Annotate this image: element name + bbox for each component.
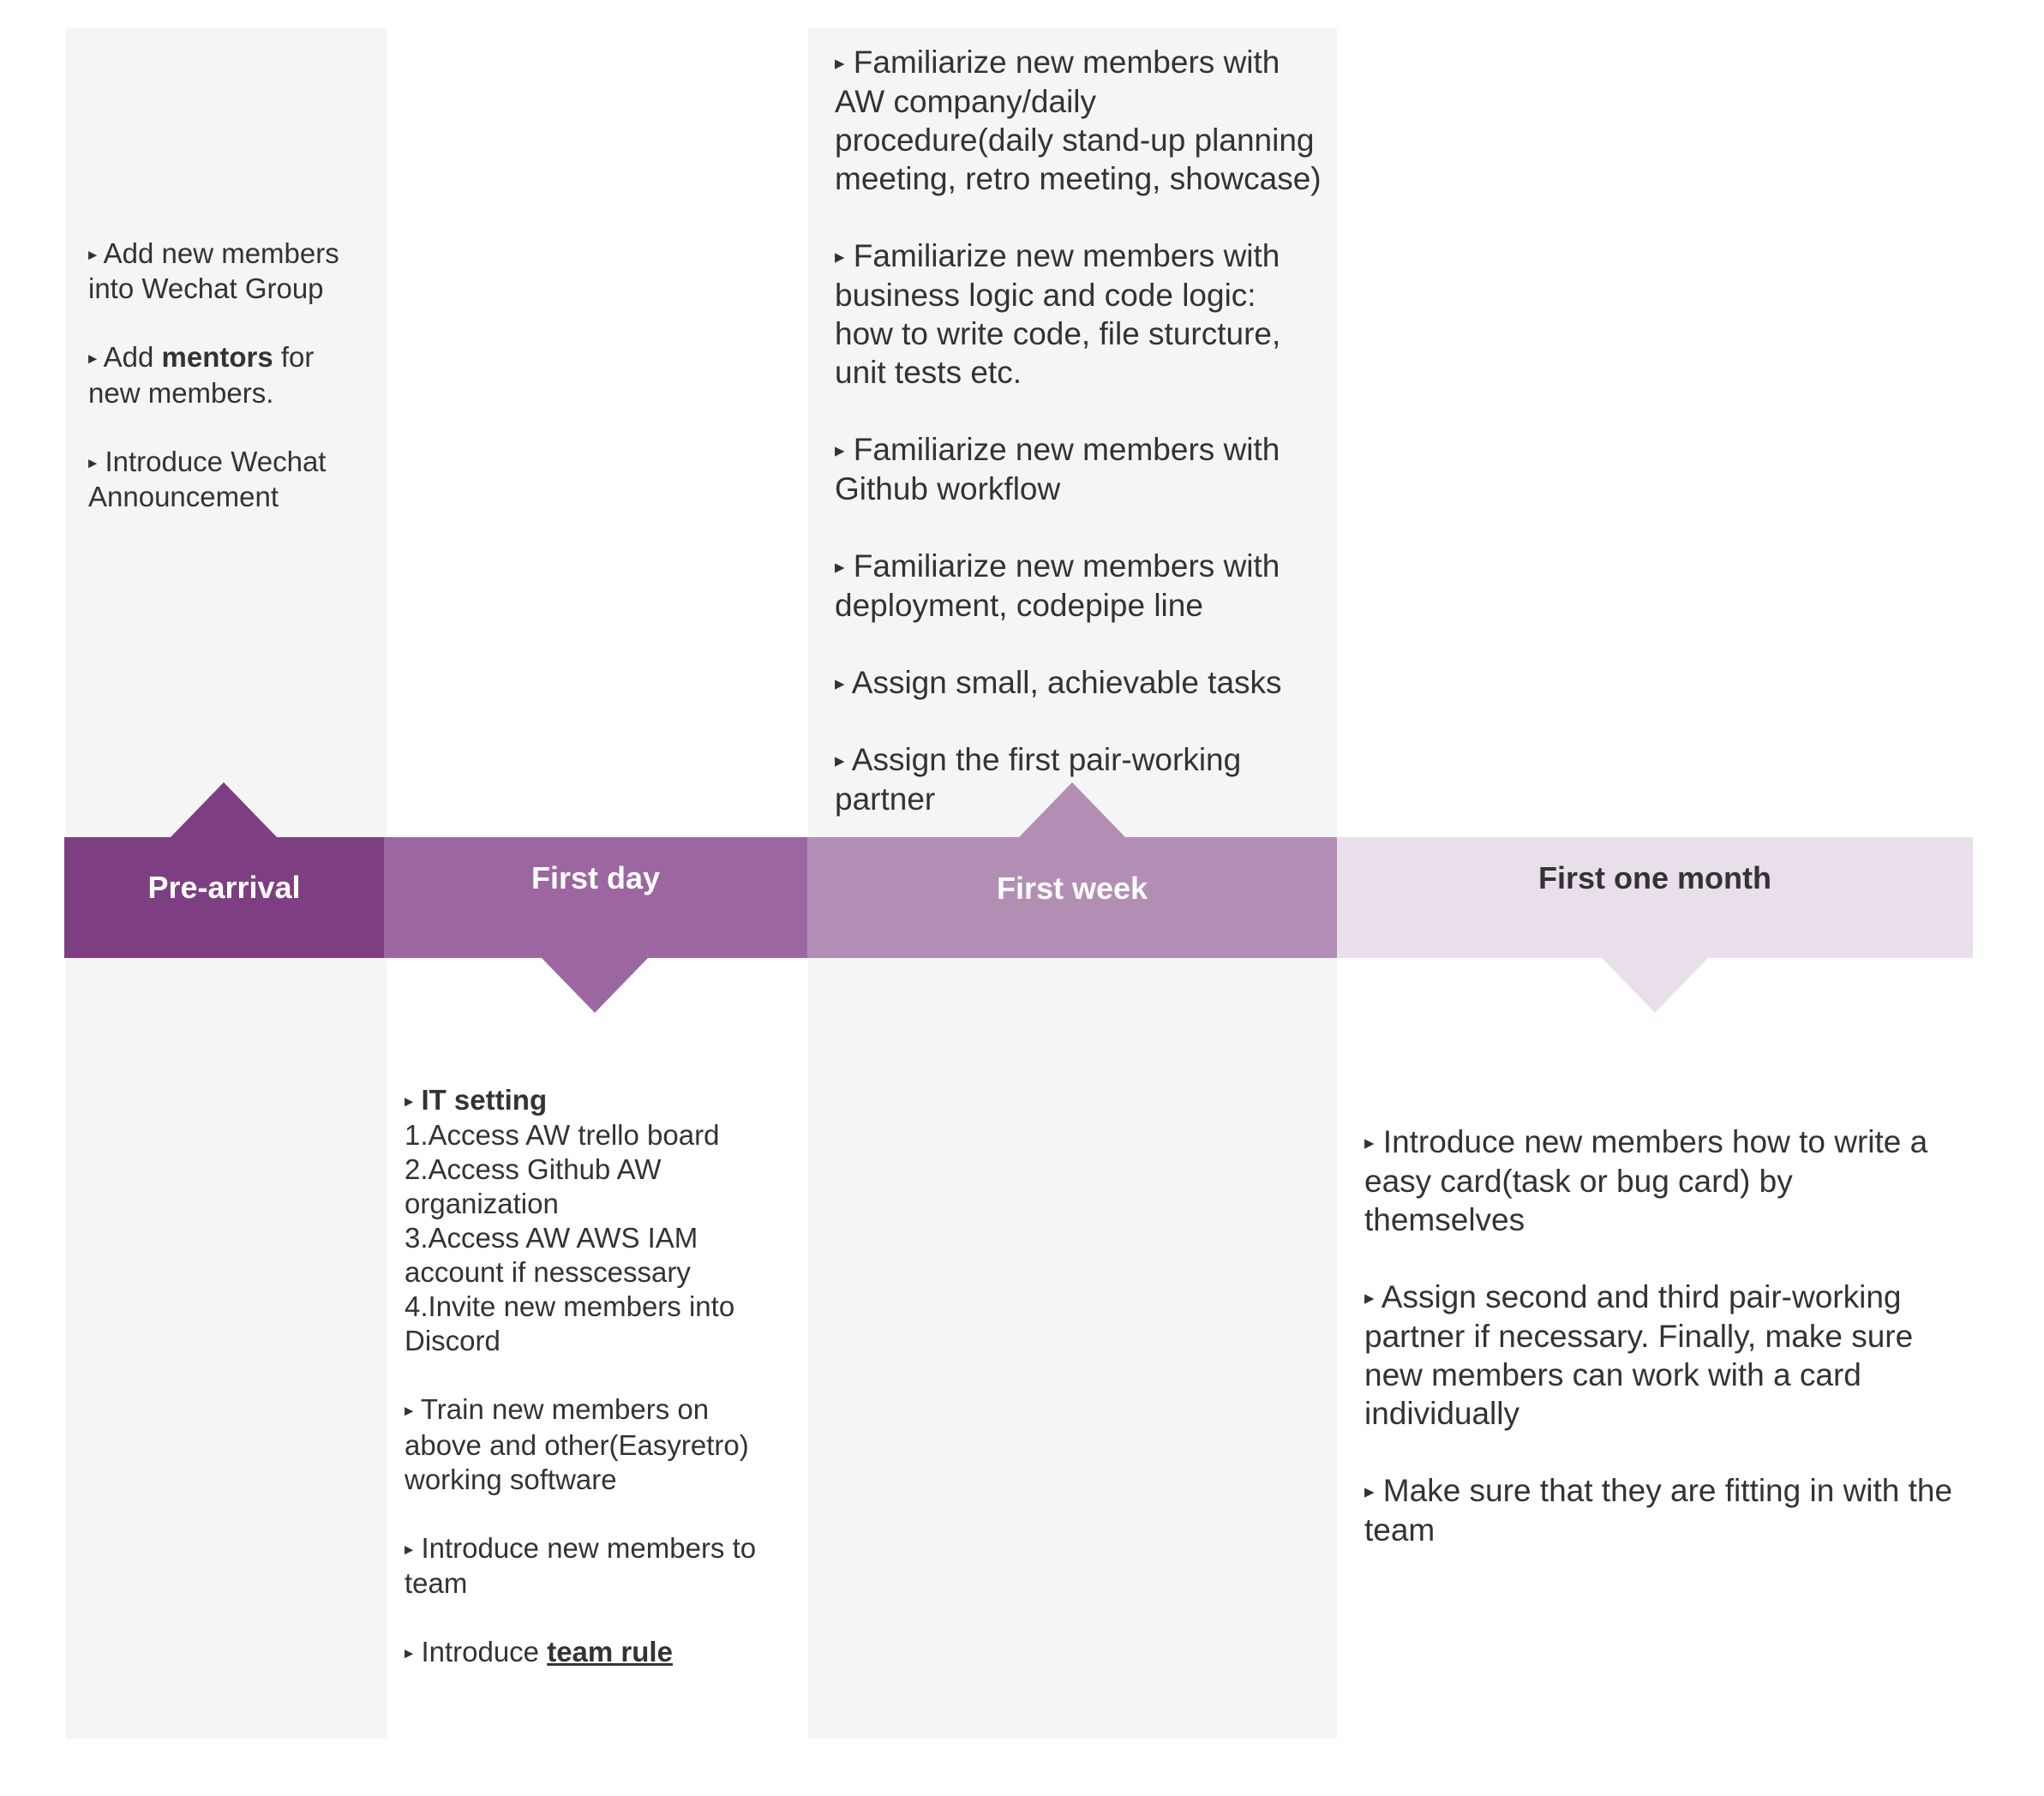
stage-label: First day — [530, 860, 661, 895]
stage-first-day: First day — [384, 837, 807, 958]
bullet-triangle-icon: ▸ — [1364, 1479, 1375, 1502]
first-month-notes: ▸ Introduce new members how to write a e… — [1364, 1122, 1981, 1549]
list-item: ▸ Familiarize new members with business … — [835, 237, 1281, 390]
stage-first-week: First week — [807, 837, 1337, 958]
list-item: ▸ Assign small, achievable tasks — [835, 664, 1282, 700]
list-item: ▸ Familiarize new members with AW compan… — [835, 45, 1322, 196]
first-week-up-arrow-icon — [1019, 782, 1125, 837]
pre-arrival-notes: ▸ Add new members into Wechat Group ▸ Ad… — [88, 236, 371, 514]
stage-label: First week — [996, 871, 1148, 906]
first-month-down-arrow-icon — [1602, 958, 1708, 1013]
list-item: ▸ Introduce Wechat Announcement — [88, 445, 327, 512]
bullet-triangle-icon: ▸ — [835, 671, 845, 694]
bullet-triangle-icon: ▸ — [835, 749, 845, 772]
it-setting-title: IT setting — [421, 1084, 548, 1116]
bullet-triangle-icon: ▸ — [88, 452, 98, 472]
bullet-triangle-icon: ▸ — [405, 1091, 414, 1111]
list-item: ▸ Introduce new members how to write a e… — [1364, 1124, 1928, 1237]
list-item: ▸ Make sure that they are fitting in wit… — [1364, 1472, 1953, 1548]
stage-label: First one month — [1538, 860, 1771, 895]
first-day-notes: ▸ IT setting 1.Access AW trello board 2.… — [405, 1083, 790, 1670]
bullet-triangle-icon: ▸ — [835, 438, 845, 461]
first-day-down-arrow-icon — [542, 958, 648, 1013]
bullet-triangle-icon: ▸ — [405, 1643, 414, 1663]
bullet-triangle-icon: ▸ — [1364, 1130, 1375, 1153]
bullet-triangle-icon: ▸ — [88, 348, 98, 368]
mentors-emphasis: mentors — [161, 341, 273, 374]
list-item: ▸ Add new members into Wechat Group — [88, 237, 339, 305]
list-item: ▸ Train new members on above and other(E… — [405, 1393, 749, 1495]
list-item: ▸ Add mentors for new members. — [88, 341, 315, 409]
stage-first-month: First one month — [1337, 837, 1973, 958]
list-item: ▸ Familiarize new members with deploymen… — [835, 548, 1280, 623]
list-item: ▸ Assign second and third pair-working p… — [1364, 1278, 1914, 1431]
it-setting-list: 1.Access AW trello board 2.Access Github… — [405, 1119, 735, 1357]
team-rule-link[interactable]: team rule — [547, 1635, 673, 1667]
bullet-triangle-icon: ▸ — [405, 1538, 414, 1559]
bullet-triangle-icon: ▸ — [835, 244, 845, 267]
bullet-triangle-icon: ▸ — [835, 51, 845, 74]
bullet-triangle-icon: ▸ — [405, 1400, 414, 1421]
first-week-notes: ▸ Familiarize new members with AW compan… — [835, 43, 1340, 818]
bullet-triangle-icon: ▸ — [88, 244, 98, 265]
list-item: ▸ Introduce new members to team — [405, 1531, 757, 1599]
list-item: ▸ Introduce team rule — [405, 1635, 673, 1667]
list-item: ▸ Assign the first pair-working partner — [835, 742, 1242, 817]
bullet-triangle-icon: ▸ — [835, 554, 845, 578]
stage-label: Pre-arrival — [147, 870, 301, 905]
bullet-triangle-icon: ▸ — [1364, 1285, 1375, 1308]
stage-pre-arrival: Pre-arrival — [64, 837, 384, 958]
list-item: ▸ IT setting — [405, 1083, 790, 1118]
list-item: ▸ Familiarize new members with Github wo… — [835, 431, 1280, 506]
pre-arrival-up-arrow-icon — [171, 782, 277, 837]
